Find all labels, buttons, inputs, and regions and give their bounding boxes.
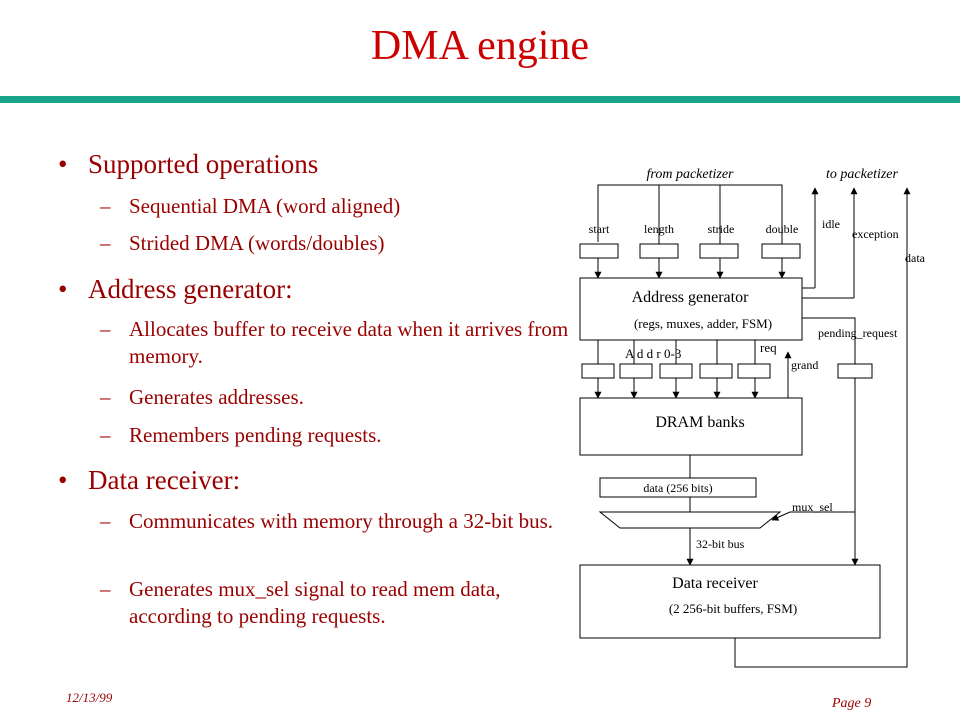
input-stride-label: stride [708,222,735,236]
bullet-text: Supported operations [88,149,319,179]
data-output-label: data [905,251,926,265]
double-register [761,243,801,259]
bus-32-label: 32-bit bus [696,537,745,551]
sub-bullet-dash: – [100,194,111,218]
req-label: req [760,340,777,355]
bullet-text: Data receiver: [88,465,241,495]
addr-register-0 [581,363,615,379]
sub-bullet-text: Generates addresses. [129,385,304,409]
dram-banks-title: DRAM banks [655,414,744,431]
sub-bullet-dash: – [100,385,111,409]
data-256-register [599,477,757,498]
addr-register-2 [659,363,693,379]
idle-label: idle [822,217,840,231]
address-generator-subtitle: (regs, muxes, adder, FSM) [634,316,772,331]
address-generator-title: Address generator [632,289,750,306]
addr-label: A d d r 0-3 [625,346,681,361]
data-receiver-title: Data receiver [672,575,758,592]
length-register [639,243,679,259]
sub-bullet-text: Remembers pending requests. [129,423,382,447]
sub-bullet-dash: – [100,317,111,341]
input-double-label: double [766,222,799,236]
footer-date: 12/13/99 [66,690,113,705]
address-generator-block [579,277,803,341]
start-register [579,243,619,259]
title-divider [0,96,960,103]
data-output-wire [734,187,911,668]
sub-bullet-dash: – [100,231,111,255]
mux-sel-label: mux_sel [792,500,833,514]
addr-register-3 [699,363,733,379]
req-register [737,363,771,379]
mux [598,511,782,529]
sub-bullet-text: Generates mux_sel signal to read mem dat… [129,577,501,628]
stride-register [699,243,739,259]
pending-request-wire [802,317,856,364]
to-packetizer-label: to packetizer [826,167,898,182]
input-start-label: start [589,222,610,236]
data-receiver-subtitle: (2 256-bit buffers, FSM) [669,601,797,616]
data-receiver-block [579,564,881,639]
bullet-text: Address generator: [88,274,293,304]
input-length-label: length [644,222,674,236]
sub-bullet-dash: – [100,423,111,447]
addr-register-1 [619,363,653,379]
pending-request-label: pending_request [818,326,898,340]
bullet-dot: • [58,274,68,304]
dram-banks-block [579,397,803,456]
sub-bullet-text: Communicates with memory through a 32-bi… [129,509,554,533]
grand-label: grand [791,358,818,372]
sub-bullet-dash: – [100,577,111,601]
footer-page-number: Page 9 [832,696,872,711]
data-256-label: data (256 bits) [643,481,712,495]
mux-sel-wire [771,511,855,521]
bullet-dot: • [58,149,68,179]
sub-bullet-text: Strided DMA (words/doubles) [129,231,385,255]
sub-bullet-dash: – [100,509,111,533]
pending-request-register [837,363,873,379]
slide-title: DMA engine [370,23,590,69]
sub-bullet-text: Allocates buffer to receive data when it… [129,317,569,368]
from-packetizer-bus [597,184,783,244]
bullet-dot: • [58,465,68,495]
from-packetizer-label: from packetizer [647,167,735,182]
sub-bullet-text: Sequential DMA (word aligned) [129,194,401,218]
exception-label: exception [852,227,899,241]
